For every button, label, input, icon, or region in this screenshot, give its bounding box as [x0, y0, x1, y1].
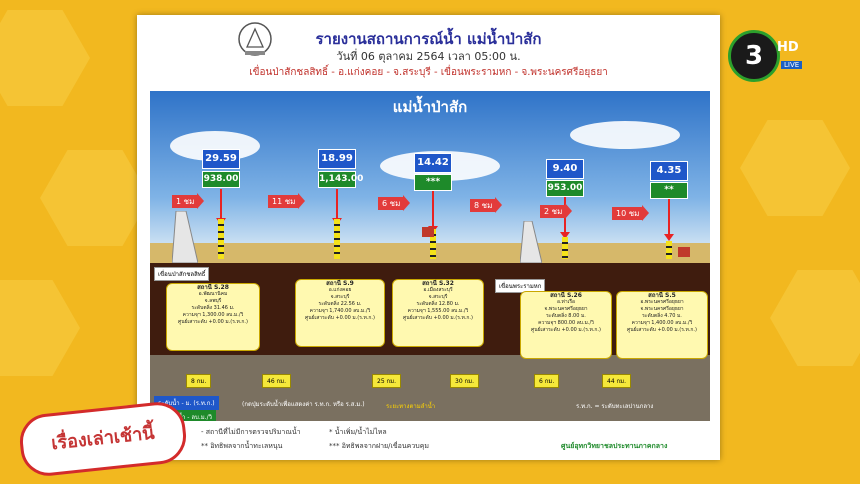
arrow-down-icon — [216, 189, 226, 225]
gauge-pole — [334, 219, 340, 259]
bg-hexagon — [0, 280, 80, 376]
report-route: เขื่อนป่าสักชลสิทธิ์ - อ.แก่งคอย - จ.สระ… — [249, 67, 608, 78]
gauge-pole — [666, 241, 672, 259]
footnote: * น้ำเพิ่ม/น้ำไม่ไหล — [329, 428, 387, 436]
travel-time-arrow: 1 ชม — [172, 193, 205, 209]
gauge-pole — [562, 237, 568, 259]
travel-time-arrow: 2 ชม — [540, 203, 573, 219]
flow-legend: ปริมาณน้ำ - ลบ.ม./วิ — [154, 410, 217, 421]
flow-box: 938.00 — [202, 171, 240, 188]
level-box: 18.99 — [318, 149, 356, 169]
footnote: ** อิทธิพลจากน้ำทะเลหนุน — [201, 442, 283, 450]
distance-label: 30 กม. — [450, 374, 480, 388]
live-badge: LIVE — [781, 61, 803, 69]
station-info: สถานี S.9 อ.แก่งคอยจ.สระบุรี ระดับตลิ่ง … — [295, 279, 385, 347]
travel-time-arrow: 10 ชม — [612, 205, 650, 221]
level-box: 29.59 — [202, 149, 240, 169]
bg-hexagon — [0, 10, 90, 106]
flow-box: ** — [650, 182, 688, 199]
arrow-down-icon — [428, 191, 438, 233]
distance-label: 8 กม. — [186, 374, 212, 388]
cloud — [570, 121, 680, 149]
report-title: รายงานสถานการณ์น้ำ แม่น้ำป่าสัก — [315, 30, 542, 48]
arrow-down-icon — [332, 189, 342, 225]
arrow-down-icon — [664, 199, 674, 241]
travel-time-arrow: 8 ชม — [470, 197, 503, 213]
dam-icon — [172, 211, 198, 263]
distance-label: 46 กม. — [262, 374, 292, 388]
bg-hexagon — [740, 120, 850, 216]
travel-time-arrow: 11 ชม — [268, 193, 306, 209]
flow-box: 953.00 — [546, 180, 584, 197]
distance-label: 25 กม. — [372, 374, 402, 388]
station-name: สถานี S.9 — [326, 280, 354, 287]
direction-label: ระยะทางตามลำน้ำ — [386, 403, 436, 410]
datum-note: ร.ท.ก. = ระดับทะเลปานกลาง — [576, 403, 654, 410]
distance-label: 6 กม. — [534, 374, 560, 388]
flow-box: 1,143.00 — [318, 171, 363, 188]
footnote: *** อิทธิพลจากฝาย/เขื่อนควบคุม — [329, 442, 430, 450]
department-emblem-icon — [238, 22, 272, 56]
station-name: สถานี S.5 — [648, 292, 676, 299]
level-box: 4.35 — [650, 161, 688, 181]
station-info: สถานี S.32 อ.เมืองสระบุรีจ.สระบุรี ระดับ… — [392, 279, 484, 347]
source-label: ศูนย์อุทกวิทยาชลประทานภาคกลาง — [561, 442, 668, 450]
bg-hexagon — [40, 150, 150, 246]
dam-label: เขื่อนป่าสักชลสิทธิ์ — [154, 267, 210, 281]
station-info: สถานี S.5 อ.พระนครศรีอยุธยาจ.พระนครศรีอย… — [616, 291, 708, 359]
river-diagram: แม่น้ำป่าสัก 29.59 938.00 18.99 1,143.00… — [150, 91, 710, 421]
house-icon — [422, 227, 434, 237]
dam-icon — [520, 221, 542, 263]
gauge-pole — [218, 219, 224, 259]
flow-box: *** — [414, 174, 452, 191]
level-box: 9.40 — [546, 159, 584, 179]
station-info: สถานี S.26 อ.ท่าเรือจ.พระนครศรีอยุธยา ระ… — [520, 291, 612, 359]
distance-label: 44 กม. — [602, 374, 632, 388]
water-report-card: รายงานสถานการณ์น้ำ แม่น้ำป่าสัก วันที่ 0… — [137, 15, 720, 460]
channel-logo: 3 — [728, 30, 780, 82]
river-title: แม่น้ำป่าสัก — [392, 98, 468, 116]
legend-note: (กดปุ่มระดับน้ำเพื่อแสดงค่า ร.ท.ก. หรือ … — [242, 401, 365, 408]
footnote: - สถานีที่ไม่มีการตรวจปริมาณน้ำ — [201, 428, 301, 436]
station-info: สถานี S.28 อ.พัฒนานิคมจ.ลพบุรี ระดับตลิ่… — [166, 283, 260, 351]
bg-hexagon — [770, 270, 860, 366]
travel-time-arrow: 6 ชม — [378, 195, 411, 211]
level-box: 14.42 — [414, 153, 452, 173]
house-icon — [678, 247, 690, 257]
station-name: สถานี S.32 — [422, 280, 454, 287]
report-date: วันที่ 06 ตุลาคม 2564 เวลา 05:00 น. — [336, 50, 521, 63]
flow-band — [150, 355, 710, 421]
station-name: สถานี S.26 — [550, 292, 582, 299]
station-name: สถานี S.28 — [197, 284, 229, 291]
show-logo: เรื่องเล่าเช้านี้ — [17, 399, 189, 479]
gauge-pole — [430, 229, 436, 259]
hd-badge: HD — [777, 40, 799, 55]
